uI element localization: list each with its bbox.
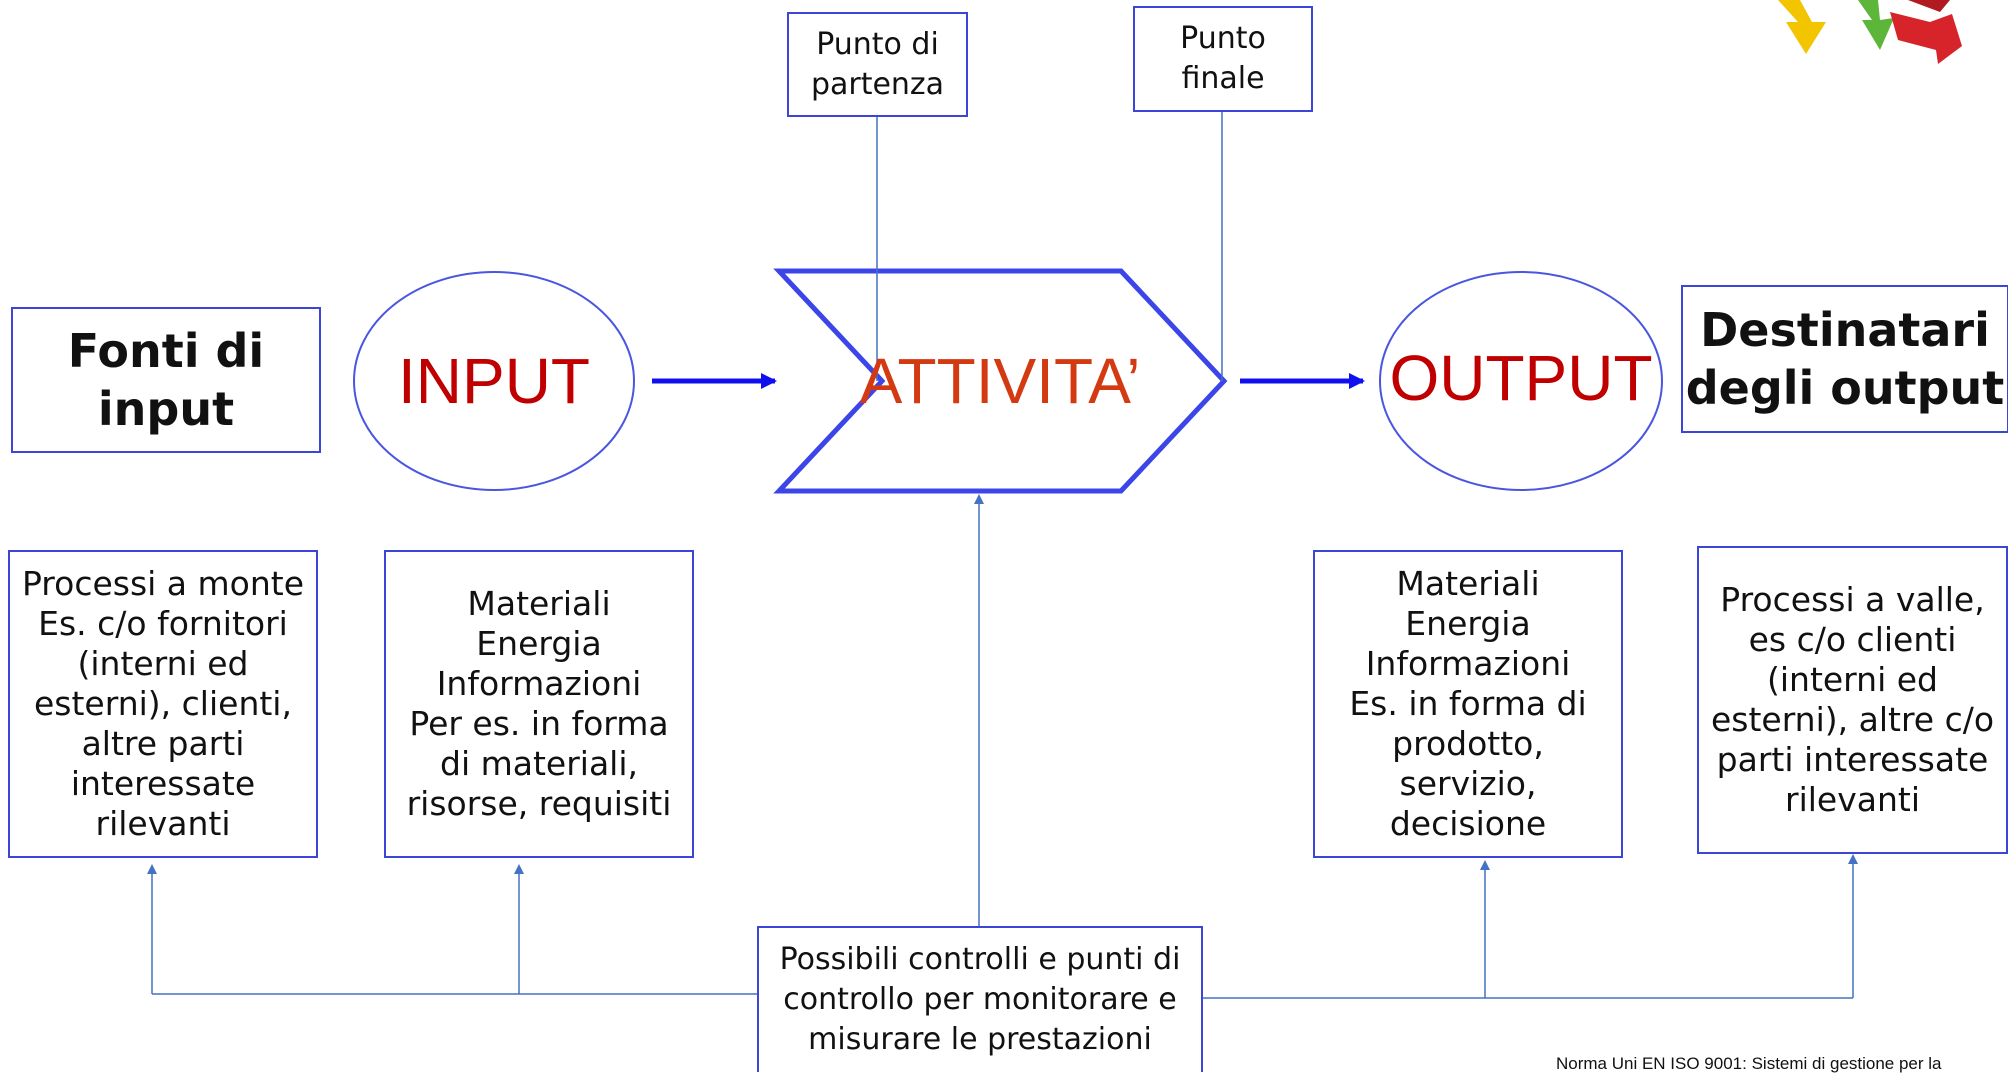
footnote: Norma Uni EN ISO 9001: Sistemi di gestio…	[1556, 1054, 1942, 1073]
corner-arrows-logo	[1778, 0, 1962, 64]
output-ellipse	[1379, 271, 1663, 491]
end-point-box: Punto finale	[1133, 6, 1313, 112]
input-label: INPUT	[398, 345, 590, 417]
start-point-box: Punto di partenza	[787, 12, 968, 117]
activity-chevron	[773, 268, 1228, 494]
controls-box: Possibili controlli e punti di controllo…	[757, 926, 1203, 1072]
output-resources-text: Materiali Energia Informazioni Es. in fo…	[1349, 564, 1587, 843]
recipients-box: Destinatari degli output	[1681, 285, 2008, 433]
upstream-processes-text: Processi a monte Es. c/o fornitori (inte…	[21, 564, 305, 843]
activity-label: ATTIVITA’	[859, 345, 1141, 417]
output-resources-box: Materiali Energia Informazioni Es. in fo…	[1313, 550, 1623, 858]
sources-text: Fonti di input	[67, 324, 265, 436]
upstream-processes-box: Processi a monte Es. c/o fornitori (inte…	[8, 550, 318, 858]
end-point-text: Punto finale	[1180, 21, 1266, 96]
recipients-text: Destinatari degli output	[1685, 303, 2005, 415]
downstream-processes-text: Processi a valle, es c/o clienti (intern…	[1710, 580, 1995, 819]
controls-text: Possibili controlli e punti di controllo…	[779, 942, 1181, 1057]
input-resources-text: Materiali Energia Informazioni Per es. i…	[406, 584, 672, 823]
output-label: OUTPUT	[1389, 342, 1653, 414]
input-resources-box: Materiali Energia Informazioni Per es. i…	[384, 550, 694, 858]
input-ellipse	[353, 271, 635, 491]
downstream-processes-box: Processi a valle, es c/o clienti (intern…	[1697, 546, 2008, 854]
start-point-text: Punto di partenza	[810, 26, 945, 102]
sources-box: Fonti di input	[11, 307, 321, 453]
